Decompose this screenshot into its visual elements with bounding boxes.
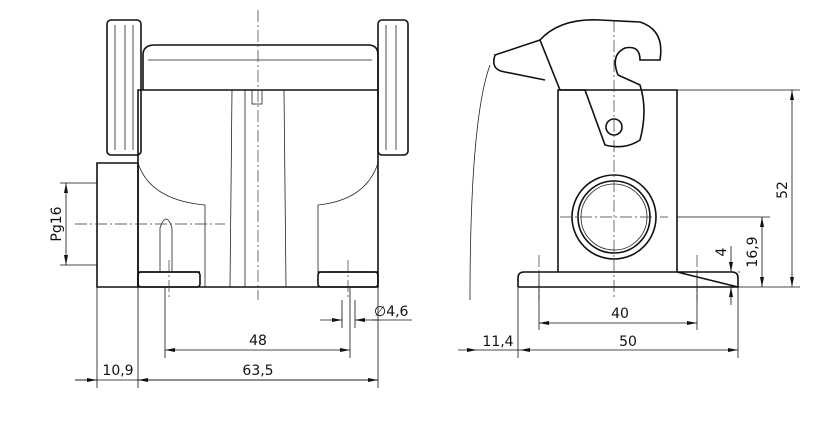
lever-offset-label: 11,4 (482, 334, 513, 350)
front-view (75, 10, 409, 300)
dimensions: Pg16 ∅4,6 48 10,9 63,5 11,4 50 40 4 16,9… (49, 89, 800, 388)
hole-diameter-label: ∅4,6 (374, 304, 409, 320)
entry-height-label: 16,9 (745, 236, 761, 267)
lever-detail-right (385, 25, 397, 150)
locking-hook (539, 19, 662, 148)
hole-spacing-front-label: 48 (249, 333, 267, 349)
foot-height-label: 4 (714, 247, 730, 256)
boss-offset-label: 10,9 (102, 363, 133, 379)
side-base (517, 271, 739, 289)
latch-slot (251, 89, 263, 105)
side-view (469, 19, 739, 301)
overall-length-label: 63,5 (242, 363, 273, 379)
body-ribs (229, 89, 287, 288)
side-centerlines (538, 20, 698, 300)
hole-spacing-side-label: 40 (611, 306, 629, 322)
cable-entry-boss (96, 162, 139, 288)
left-locking-lever (106, 19, 142, 156)
side-extensions (477, 287, 739, 358)
side-vert-extensions (677, 89, 800, 288)
base-width-label: 50 (619, 334, 637, 350)
right-locking-lever (377, 19, 409, 156)
front-centerlines (75, 10, 349, 300)
body-contour-right (317, 162, 379, 287)
hook-lever (492, 39, 546, 81)
total-height-label: 52 (775, 181, 791, 199)
body-contour (137, 162, 206, 287)
lever-arc (469, 64, 491, 301)
boss-rib (159, 218, 173, 272)
front-extensions (96, 287, 379, 388)
top-cover (142, 44, 379, 90)
pg-label: Pg16 (49, 206, 65, 241)
lever-detail (114, 25, 134, 150)
side-feet-lines (538, 272, 698, 287)
